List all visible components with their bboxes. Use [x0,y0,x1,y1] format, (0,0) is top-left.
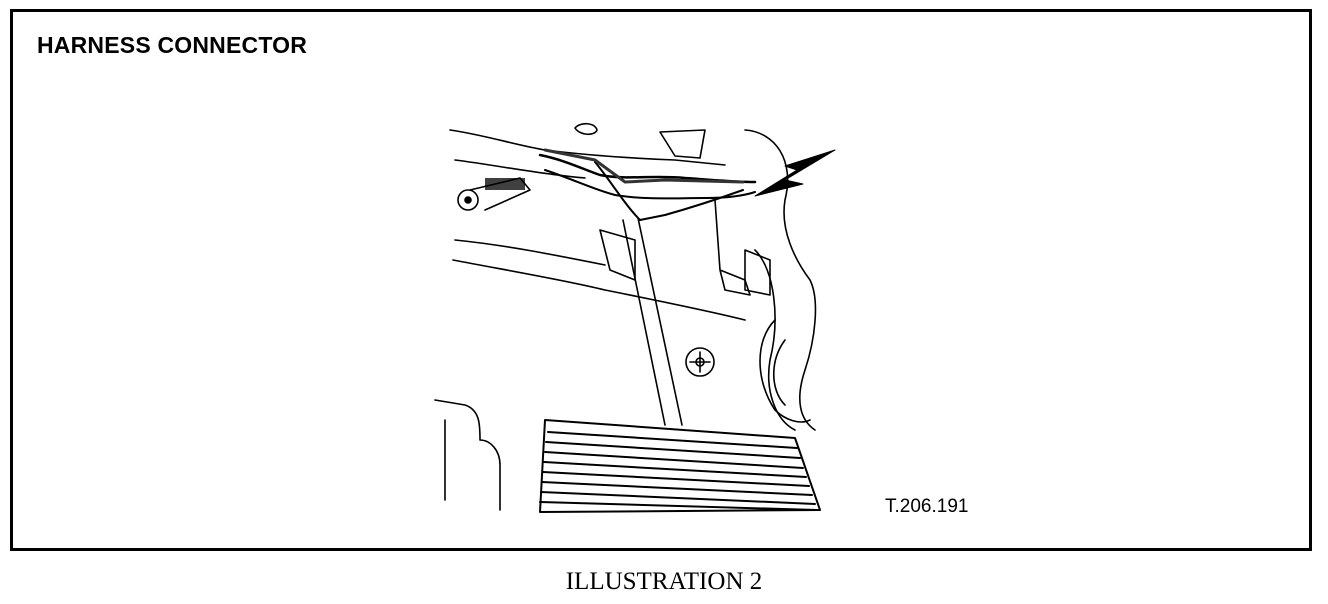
wiring-harness-2 [544,169,756,200]
right-housing [744,129,817,431]
grommet [685,347,715,377]
figure-frame: HARNESS CONNECTOR T.206.191 [10,9,1312,551]
pedal-assembly-drawing [434,122,836,513]
mounting-bolt-center [464,196,472,204]
harness-shading [543,148,745,184]
strap-clip [485,178,525,190]
reference-code: T.206.191 [885,496,969,517]
right-housing-inner [754,249,796,431]
grommet-cross [689,351,711,373]
pedal-arm-right [637,217,683,426]
support-plate [744,249,771,296]
pedal-arm-left [622,219,666,426]
harness-wrap [594,161,744,221]
mounting-bolt [457,189,479,211]
pedal-pad-ribs [539,431,818,511]
booster-arc [759,319,811,423]
illustration-caption: ILLUSTRATION 2 [565,568,763,595]
dash-panel-lower [454,159,586,179]
connector-clip [574,122,598,136]
upper-bracket [659,129,706,159]
booster-arc-inner [773,339,786,406]
figure-title: HARNESS CONNECTOR [37,32,308,58]
left-housing-line [452,259,746,321]
floor-carpet [434,399,501,511]
pivot-bracket-side [714,199,751,296]
left-housing-line-2 [454,239,606,266]
pointer-arrow [754,149,836,197]
